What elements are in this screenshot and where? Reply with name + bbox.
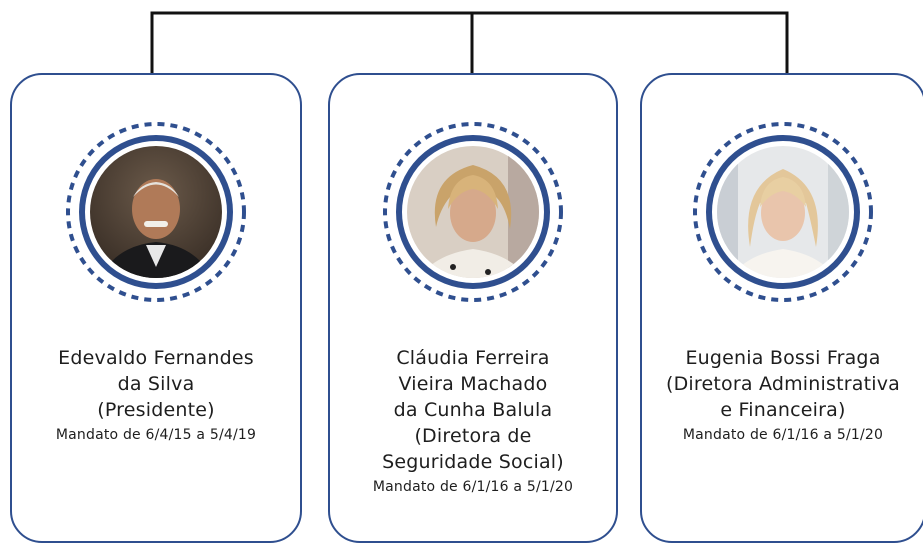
member-mandate: Mandato de 6/4/15 a 5/4/19 xyxy=(55,427,257,443)
member-role-line: (Presidente) xyxy=(97,399,215,421)
member-role-line: e Financeira) xyxy=(720,399,846,421)
member-name-line: da Cunha Balula xyxy=(393,399,553,421)
member-name-line: da Silva xyxy=(117,373,195,395)
photo-frame xyxy=(688,117,878,307)
member-role-line: Seguridade Social) xyxy=(382,451,564,473)
member-info: Edevaldo Fernandes da Silva (Presidente)… xyxy=(12,345,300,445)
member-mandate: Mandato de 6/1/16 a 5/1/20 xyxy=(372,479,574,495)
member-card-president: Edevaldo Fernandes da Silva (Presidente)… xyxy=(10,73,302,543)
member-name-line: Edevaldo Fernandes xyxy=(58,347,254,369)
man-portrait-icon xyxy=(66,122,246,302)
photo-frame xyxy=(378,117,568,307)
woman-portrait-icon xyxy=(693,122,873,302)
member-name-line: Vieira Machado xyxy=(398,373,548,395)
photo-frame xyxy=(61,117,251,307)
member-name-line: Cláudia Ferreira xyxy=(396,347,550,369)
member-role-line: (Diretora de xyxy=(414,425,532,447)
member-mandate: Mandato de 6/1/16 a 5/1/20 xyxy=(682,427,884,443)
woman-portrait-icon xyxy=(383,122,563,302)
member-info: Cláudia Ferreira Vieira Machado da Cunha… xyxy=(330,345,616,497)
member-role-line: (Diretora Administrativa xyxy=(665,373,901,395)
member-name-line: Eugenia Bossi Fraga xyxy=(685,347,881,369)
member-info: Eugenia Bossi Fraga (Diretora Administra… xyxy=(642,345,923,445)
member-card-administrative-director: Eugenia Bossi Fraga (Diretora Administra… xyxy=(640,73,923,543)
member-card-social-security-director: Cláudia Ferreira Vieira Machado da Cunha… xyxy=(328,73,618,543)
